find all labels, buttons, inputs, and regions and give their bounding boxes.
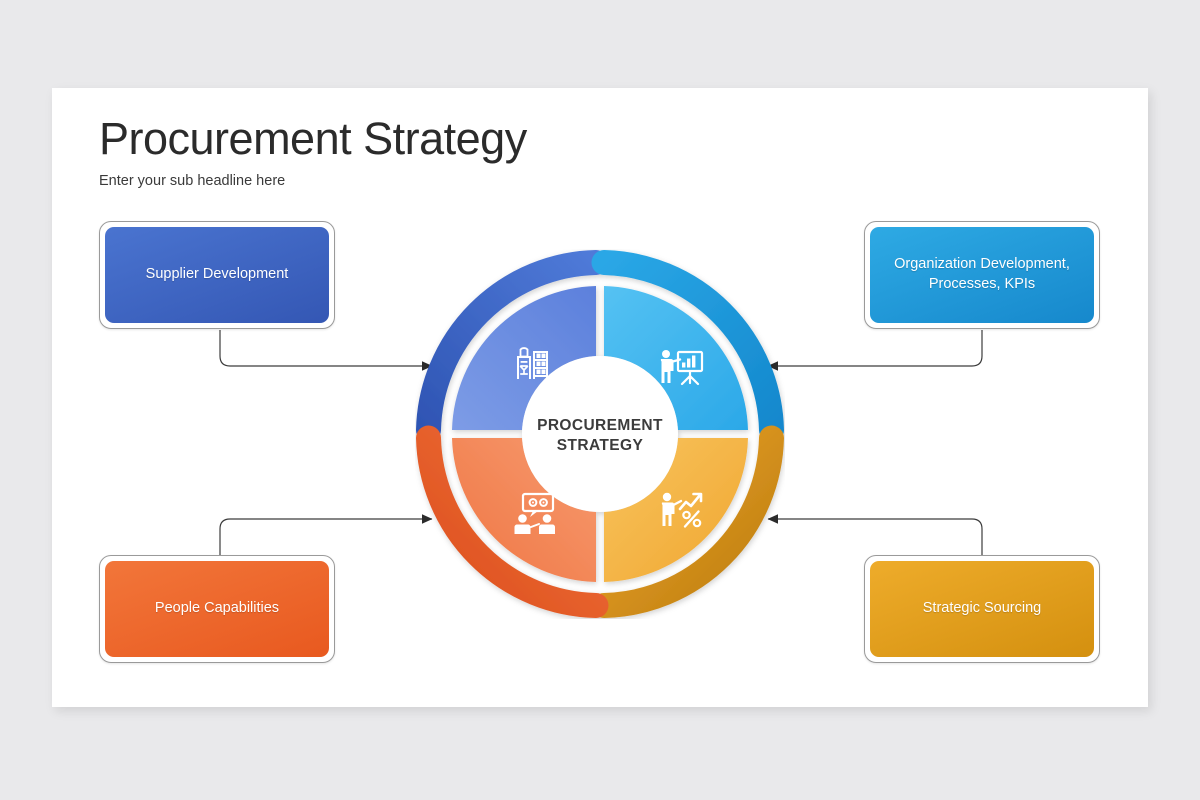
label-supplier-development: Supplier Development [105, 227, 329, 323]
label-people-capabilities: People Capabilities [105, 561, 329, 657]
wheel-outer-arc-bottom-right[interactable] [591, 425, 784, 618]
label-box-people-capabilities[interactable]: People Capabilities [99, 555, 335, 663]
label-orgdev-line2: Processes, KPIs [928, 276, 1036, 292]
page-subtitle: Enter your sub headline here [99, 173, 286, 189]
label-strategic-sourcing: Strategic Sourcing [870, 561, 1094, 657]
label-orgdev-line1: Organization Development, [894, 256, 1070, 273]
wheel-segment-organization-development[interactable] [604, 286, 748, 430]
hub-title-line2: STRATEGY [557, 437, 644, 454]
wheel-outer-arc-top-right[interactable] [591, 250, 784, 443]
label-box-supplier-development[interactable]: Supplier Development [99, 221, 335, 329]
wheel-segment-strategic-sourcing[interactable] [604, 438, 748, 582]
hub-title-line1: PROCUREMENT [537, 417, 663, 434]
wheel-outer-arc-top-left[interactable] [416, 250, 609, 443]
procurement-strategy-wheel: PROCUREMENT STRATEGY [415, 249, 785, 619]
wheel-center-hub [522, 356, 678, 512]
label-box-organization-development[interactable]: Organization Development, Processes, KPI… [864, 221, 1100, 329]
wheel-outer-arc-bottom-left[interactable] [416, 425, 609, 618]
label-organization-development: Organization Development, Processes, KPI… [870, 227, 1094, 323]
page-title: Procurement Strategy [99, 113, 527, 164]
label-box-strategic-sourcing[interactable]: Strategic Sourcing [864, 555, 1100, 663]
